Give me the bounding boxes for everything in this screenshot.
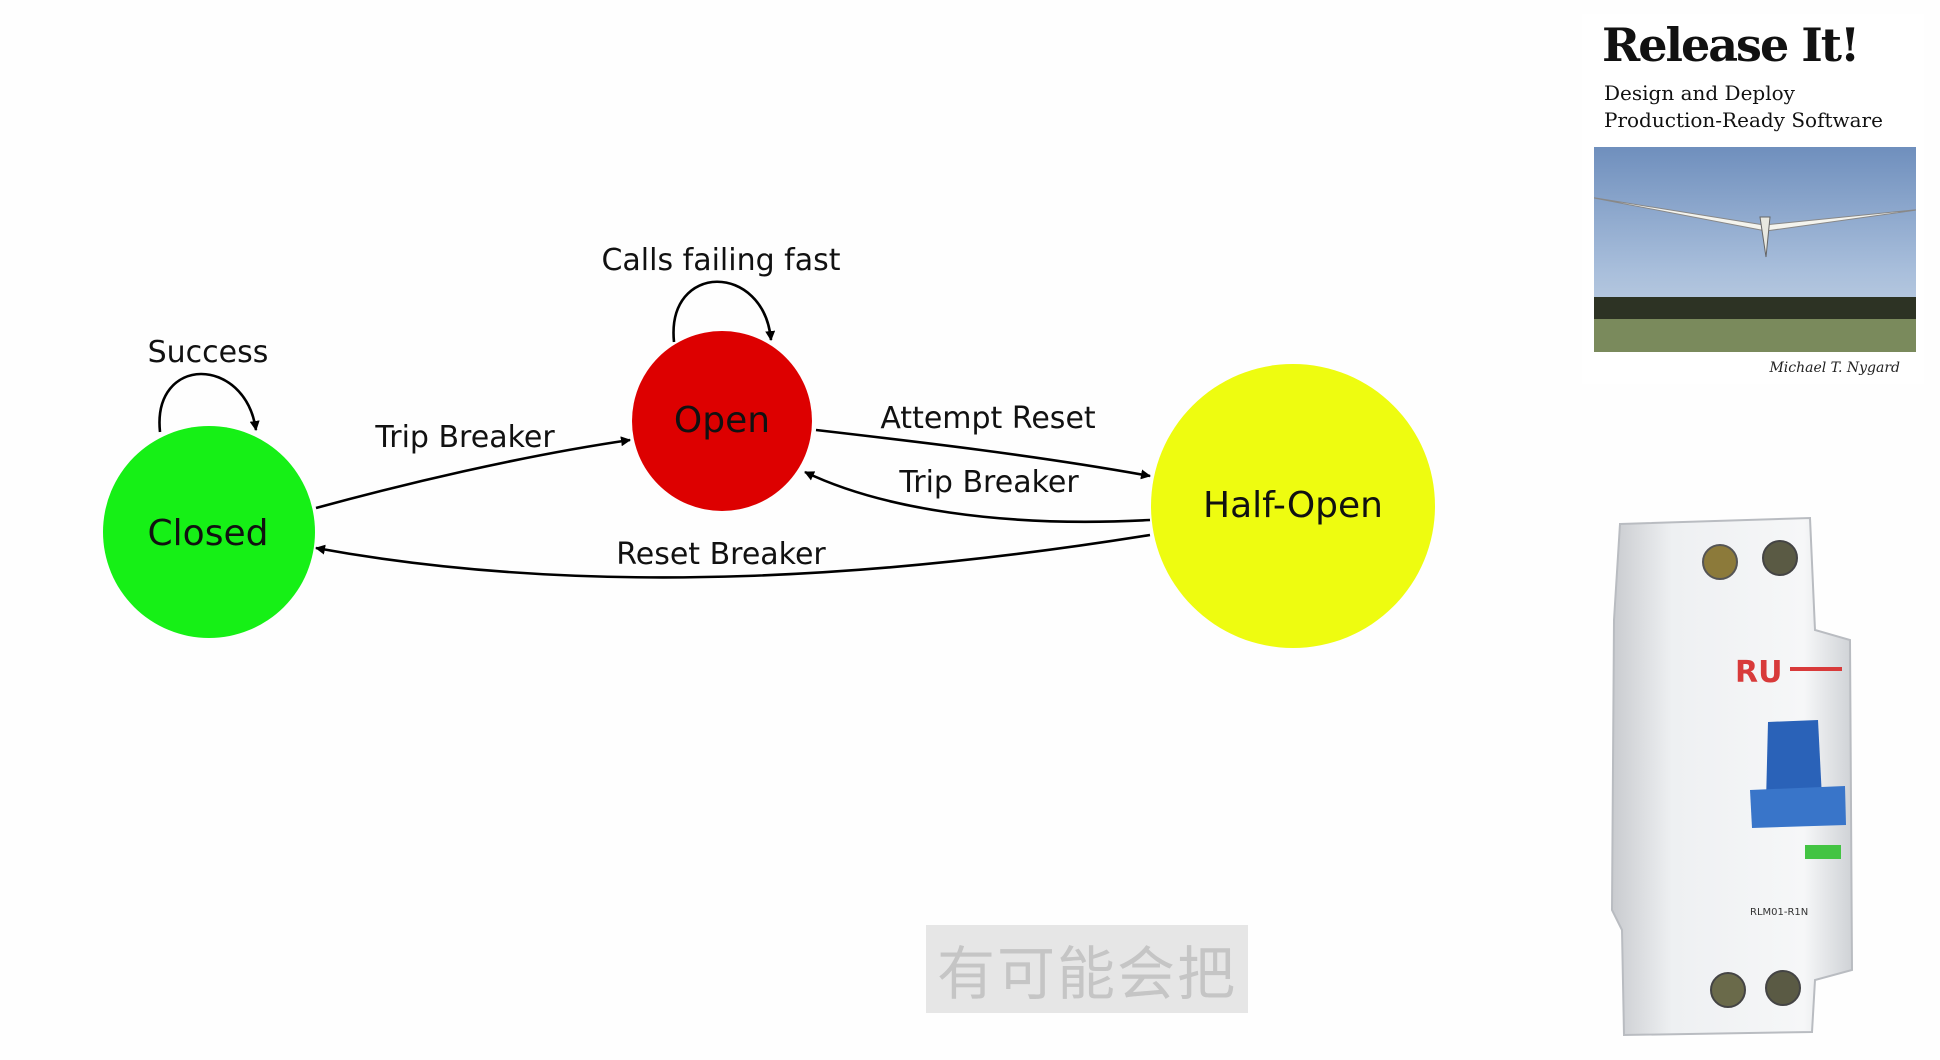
label-success: Success — [148, 335, 269, 370]
label-trip-breaker-1: Trip Breaker — [374, 420, 555, 455]
book-subtitle-line2: Production-Ready Software — [1604, 108, 1883, 132]
breaker-brand: RU — [1735, 655, 1782, 690]
state-diagram: Closed Open Half-Open Success Calls fail… — [103, 243, 1435, 648]
state-closed-label: Closed — [148, 513, 269, 554]
state-half-open-label: Half-Open — [1203, 485, 1383, 526]
book-subtitle-line1: Design and Deploy — [1604, 81, 1795, 105]
edge-trip-breaker-closed-open — [315, 436, 631, 510]
glider-photo — [1594, 147, 1916, 352]
label-calls-failing-fast: Calls failing fast — [601, 243, 840, 278]
book-cover: Release It! Design and Deploy Production… — [1582, 14, 1924, 384]
book-author: Michael T. Nygard — [1769, 360, 1900, 376]
edge-attempt-reset — [815, 428, 1151, 480]
breaker-model: RLM01-R1N — [1750, 907, 1808, 918]
edge-calls-failing-fast-loop — [672, 280, 776, 343]
label-attempt-reset: Attempt Reset — [880, 401, 1096, 436]
edge-trip-breaker-halfopen-open — [804, 470, 1151, 524]
state-open-label: Open — [674, 400, 770, 441]
state-closed-node — [103, 426, 315, 638]
subtitle-caption: 有可能会把 — [926, 925, 1248, 1013]
edge-reset-breaker — [315, 533, 1151, 579]
edge-success-loop — [158, 372, 260, 433]
circuit-breaker-photo: RU RLM01-R1N — [1610, 516, 1854, 1037]
label-trip-breaker-2: Trip Breaker — [898, 465, 1079, 500]
book-title: Release It! — [1602, 18, 1860, 72]
state-half-open-node — [1151, 364, 1435, 648]
label-reset-breaker: Reset Breaker — [616, 537, 826, 572]
state-open-node — [632, 331, 812, 511]
